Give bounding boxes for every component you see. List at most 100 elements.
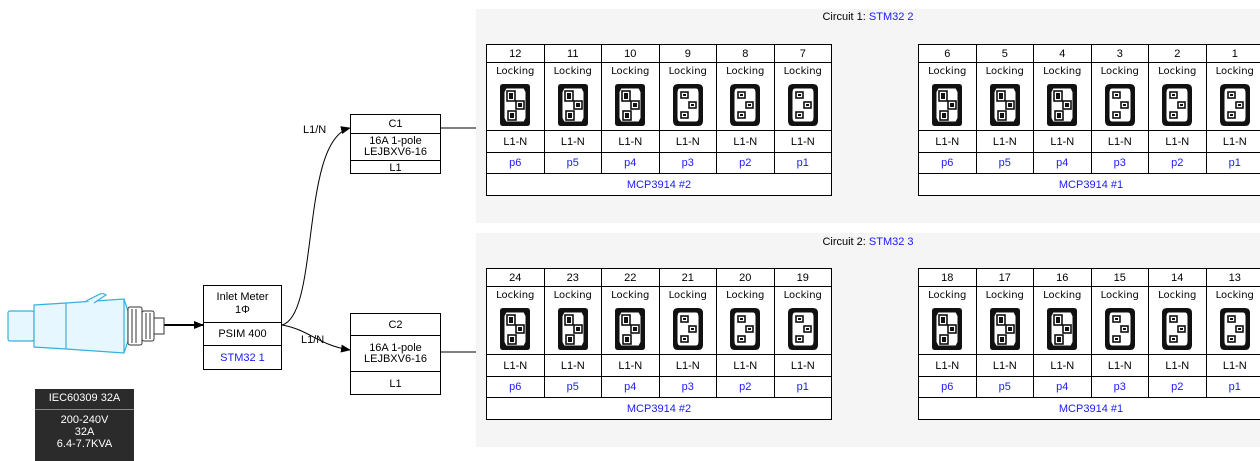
outlet-13-socket [1205,304,1260,355]
outlet-13-port[interactable]: p1 [1205,376,1260,398]
outlet-14-port[interactable]: p2 [1148,376,1207,398]
outlet-23-type: Locking [543,286,602,304]
c13-locking-socket-icon [1219,84,1250,126]
outlet-19-port[interactable]: p1 [773,376,832,398]
plug-spec-legend: IEC60309 32A 200-240V 32A 6.4-7.7KVA [35,389,134,461]
bank-meter-link[interactable]: MCP3914 #2 [486,397,832,420]
c19-locking-socket-icon [500,84,531,126]
outlet-18-socket [918,304,977,355]
c19-locking-socket-icon [557,84,588,126]
outlet-4-port[interactable]: p4 [1033,152,1092,174]
outlet-23-port[interactable]: p5 [543,376,602,398]
outlet-21-port[interactable]: p3 [658,376,717,398]
bank-meter-link[interactable]: MCP3914 #1 [918,173,1260,196]
outlet-2-number: 2 [1148,44,1207,63]
outlet-3-type: Locking [1090,62,1149,80]
c19-locking-socket-icon [932,84,963,126]
iec60309-plug-icon [7,293,165,354]
legend-title: IEC60309 32A [35,389,134,410]
outlet-12-number: 12 [486,44,545,63]
outlet-2-socket [1148,80,1207,131]
outlet-15-port[interactable]: p3 [1090,376,1149,398]
outlet-20-number: 20 [716,268,775,287]
outlet-22-socket [601,304,660,355]
outlet-21-number: 21 [658,268,717,287]
bank-meter-link[interactable]: MCP3914 #1 [918,397,1260,420]
outlet-11-number: 11 [543,44,602,63]
c13-locking-socket-icon [787,308,818,350]
outlet-4-type: Locking [1033,62,1092,80]
outlet-1-number: 1 [1205,44,1260,63]
outlet-7-port[interactable]: p1 [773,152,832,174]
c13-locking-socket-icon [1162,84,1193,126]
outlet-16-line: L1-N [1033,354,1092,377]
outlet-1-line: L1-N [1205,130,1260,153]
outlet-2-type: Locking [1148,62,1207,80]
outlet-18-port[interactable]: p6 [918,376,977,398]
outlet-10-type: Locking [601,62,660,80]
circuit-1-link[interactable]: STM32 2 [868,11,914,23]
outlet-3-port[interactable]: p3 [1090,152,1149,174]
outlet-24-line: L1-N [486,354,545,377]
c13-locking-socket-icon [787,84,818,126]
c13-locking-socket-icon [672,308,703,350]
circuit-1-prefix: Circuit 1: [822,11,869,23]
outlet-5-socket [975,80,1034,131]
breaker-c1-name: C1 [351,115,440,134]
outlet-17-port[interactable]: p5 [975,376,1034,398]
outlet-21-line: L1-N [658,354,717,377]
outlet-6-port[interactable]: p6 [918,152,977,174]
outlet-18-type: Locking [918,286,977,304]
outlet-12-socket [486,80,545,131]
inlet-meter-link[interactable]: STM32 1 [220,351,265,364]
outlet-16-socket [1033,304,1092,355]
outlet-14-number: 14 [1148,268,1207,287]
outlet-13-line: L1-N [1205,354,1260,377]
outlet-12-line: L1-N [486,130,545,153]
bank-meter-link[interactable]: MCP3914 #2 [486,173,832,196]
outlet-9-port[interactable]: p3 [658,152,717,174]
wire-label-bottom: L1/N [301,334,325,346]
outlet-5-port[interactable]: p5 [975,152,1034,174]
outlet-5-number: 5 [975,44,1034,63]
outlet-12-port[interactable]: p6 [486,152,545,174]
outlet-24-port[interactable]: p6 [486,376,545,398]
outlet-20-type: Locking [716,286,775,304]
outlet-8-port[interactable]: p2 [716,152,775,174]
outlet-20-port[interactable]: p2 [716,376,775,398]
inlet-meter-box: Inlet Meter 1Φ PSIM 400 STM32 1 [203,285,282,370]
circuit-2-link[interactable]: STM32 3 [868,236,914,248]
c19-locking-socket-icon [989,308,1020,350]
breaker-c1-spec: 16A 1-pole LEJBXV6-16 [351,134,440,161]
outlet-24-socket [486,304,545,355]
outlet-10-number: 10 [601,44,660,63]
outlet-6-line: L1-N [918,130,977,153]
outlet-22-port[interactable]: p4 [601,376,660,398]
outlet-19-line: L1-N [773,354,832,377]
outlet-2-port[interactable]: p2 [1148,152,1207,174]
outlet-1-port[interactable]: p1 [1205,152,1260,174]
outlet-7-line: L1-N [773,130,832,153]
breaker-c1-line: L1 [389,162,402,174]
outlet-16-port[interactable]: p4 [1033,376,1092,398]
outlet-3-number: 3 [1090,44,1149,63]
c19-locking-socket-icon [1047,84,1078,126]
inlet-meter-model: PSIM 400 [204,323,281,346]
breaker-c2-spec: 16A 1-pole LEJBXV6-16 [351,336,440,372]
outlet-10-port[interactable]: p4 [601,152,660,174]
legend-power: 6.4-7.7KVA [56,438,113,450]
c13-locking-socket-icon [1104,84,1135,126]
outlet-13-number: 13 [1205,268,1260,287]
legend-current: 32A [74,426,95,438]
outlet-23-number: 23 [543,268,602,287]
outlet-9-type: Locking [658,62,717,80]
outlet-1-type: Locking [1205,62,1260,80]
inlet-meter-title: Inlet Meter [216,291,269,303]
outlet-11-port[interactable]: p5 [543,152,602,174]
c13-locking-socket-icon [1162,308,1193,350]
outlet-11-line: L1-N [543,130,602,153]
outlet-16-number: 16 [1033,268,1092,287]
